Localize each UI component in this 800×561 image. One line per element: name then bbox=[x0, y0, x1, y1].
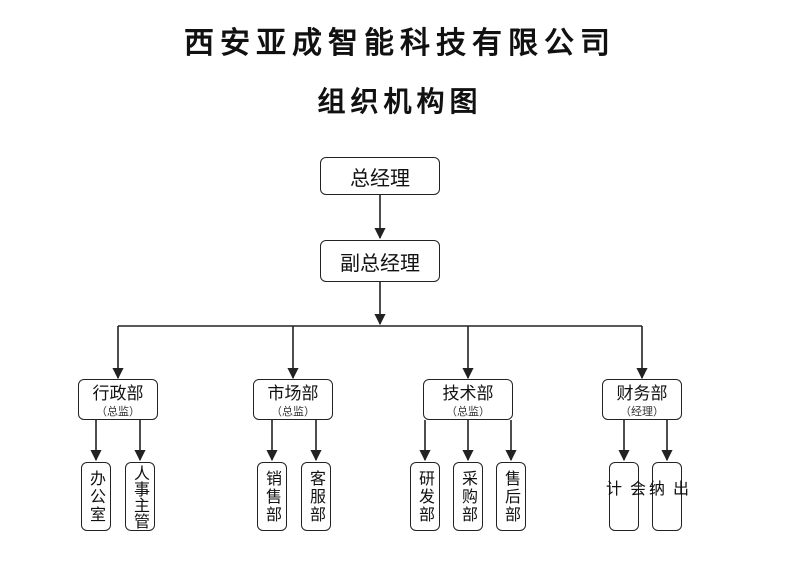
unit-purchase-label: 采购部 bbox=[459, 469, 478, 524]
dept-finance-box: 财务部 （经理） bbox=[602, 379, 682, 420]
dept-admin-box: 行政部 （总监） bbox=[78, 379, 158, 420]
unit-sales-label: 销售部 bbox=[263, 469, 282, 524]
dept-admin-head: （总监） bbox=[96, 405, 140, 418]
ceo-box: 总经理 bbox=[320, 157, 440, 195]
unit-accounting-label: 会计 bbox=[603, 479, 646, 514]
chart-title: 组织机构图 bbox=[317, 85, 483, 118]
ceo-label: 总经理 bbox=[350, 165, 410, 190]
dept-market-box: 市场部 （总监） bbox=[253, 379, 333, 420]
unit-aftersales-label: 售后部 bbox=[502, 469, 521, 524]
vice-ceo-box: 副总经理 bbox=[320, 240, 440, 282]
unit-hr-label: 人事主管 bbox=[131, 464, 150, 529]
dept-tech-box: 技术部 （总监） bbox=[423, 379, 513, 420]
dept-market-head: （总监） bbox=[271, 405, 315, 418]
dept-tech-head: （总监） bbox=[446, 405, 490, 418]
unit-office-label: 办公室 bbox=[87, 469, 106, 524]
unit-rd: 研发部 bbox=[410, 462, 440, 531]
dept-finance-head: （经理） bbox=[620, 405, 664, 418]
dept-finance-name: 财务部 bbox=[616, 384, 668, 404]
unit-office: 办公室 bbox=[81, 462, 111, 531]
dept-market-name: 市场部 bbox=[267, 384, 319, 404]
unit-purchase: 采购部 bbox=[453, 462, 483, 531]
unit-hr: 人事主管 bbox=[125, 462, 155, 531]
unit-accounting: 会计 bbox=[603, 462, 646, 531]
unit-cashier: 出纳 bbox=[646, 462, 689, 531]
unit-rd-label: 研发部 bbox=[416, 469, 435, 524]
dept-admin-name: 行政部 bbox=[92, 384, 144, 404]
unit-service-label: 客服部 bbox=[307, 469, 326, 524]
unit-service: 客服部 bbox=[301, 462, 331, 531]
unit-aftersales: 售后部 bbox=[496, 462, 526, 531]
company-name: 西安亚成智能科技有限公司 bbox=[184, 26, 616, 61]
dept-tech-name: 技术部 bbox=[442, 384, 494, 404]
vice-ceo-label: 副总经理 bbox=[340, 250, 420, 275]
unit-cashier-label: 出纳 bbox=[646, 479, 689, 514]
unit-sales: 销售部 bbox=[257, 462, 287, 531]
